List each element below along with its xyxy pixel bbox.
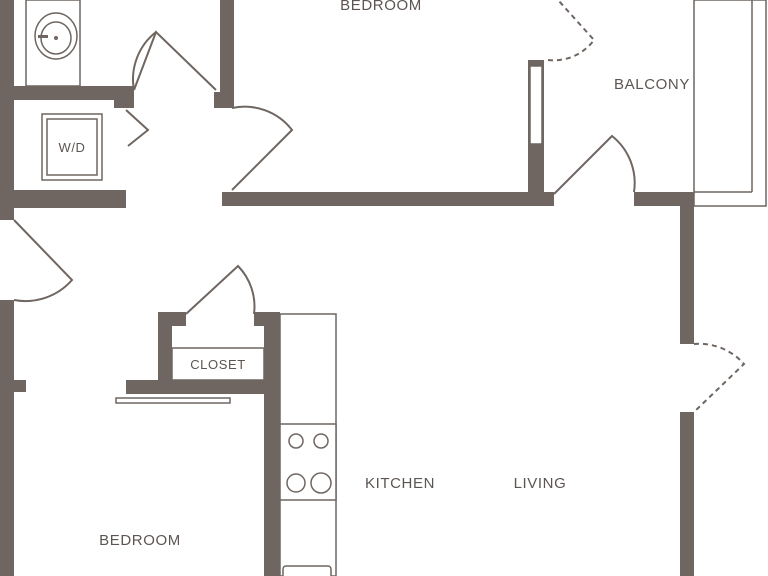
right-exterior-wall-upper — [680, 192, 694, 344]
left-exterior-wall-upper — [0, 0, 14, 220]
laundry-bottom-wall — [14, 190, 126, 208]
balcony-outline — [693, 0, 767, 207]
bathroom — [25, 0, 81, 87]
faucet — [38, 35, 48, 38]
sink-drain — [54, 36, 58, 40]
bath-wall-top — [14, 86, 134, 100]
closet: CLOSET — [171, 347, 265, 381]
right-exterior-wall-lower — [680, 412, 694, 576]
hall-wall-stub — [214, 92, 234, 108]
burner-2 — [313, 433, 329, 449]
closet-box — [171, 347, 265, 381]
bath-wall-stub — [114, 100, 134, 108]
balcony-bottom-wall — [634, 192, 694, 206]
closet-label: CLOSET — [190, 357, 246, 372]
wd-label: W/D — [58, 140, 85, 155]
bedroom-window-swing — [547, 0, 596, 62]
burner-1 — [288, 433, 304, 449]
bedroom-left-wall — [220, 0, 234, 108]
bedroom-top-label: BEDROOM — [340, 0, 422, 14]
window-divider — [529, 65, 543, 145]
wd-inner — [46, 118, 98, 176]
bedroom-bottom-wall — [222, 192, 554, 206]
laundry-door — [125, 109, 150, 147]
bath-door-arc — [132, 31, 157, 91]
living-door-swing — [693, 342, 746, 413]
doors — [13, 0, 746, 413]
left-exterior-wall-lower — [0, 300, 14, 576]
laundry: W/D — [41, 113, 103, 181]
kitchen-label: KITCHEN — [365, 475, 435, 492]
vanity-counter — [25, 0, 81, 87]
closet-door — [185, 264, 256, 315]
closet-left-wall — [158, 312, 172, 382]
balcony-door — [553, 134, 636, 195]
bedroom-bottom-label: BEDROOM — [99, 532, 181, 549]
bedroom-top-wall — [126, 380, 278, 394]
kitchen-left-wall — [264, 312, 280, 576]
wall-stub-left — [14, 380, 26, 392]
burner-3 — [286, 473, 306, 493]
living-label: LIVING — [514, 475, 567, 492]
kitchen-sink — [282, 565, 332, 576]
burner-4 — [310, 472, 332, 494]
room-labels: BEDROOM BALCONY KITCHEN LIVING BEDROOM — [99, 0, 690, 549]
bedroom-door — [231, 105, 294, 191]
balcony-label: BALCONY — [614, 76, 690, 93]
kitchen-counter — [279, 313, 337, 576]
entry-door — [13, 219, 74, 303]
closet-shelf — [115, 397, 231, 404]
